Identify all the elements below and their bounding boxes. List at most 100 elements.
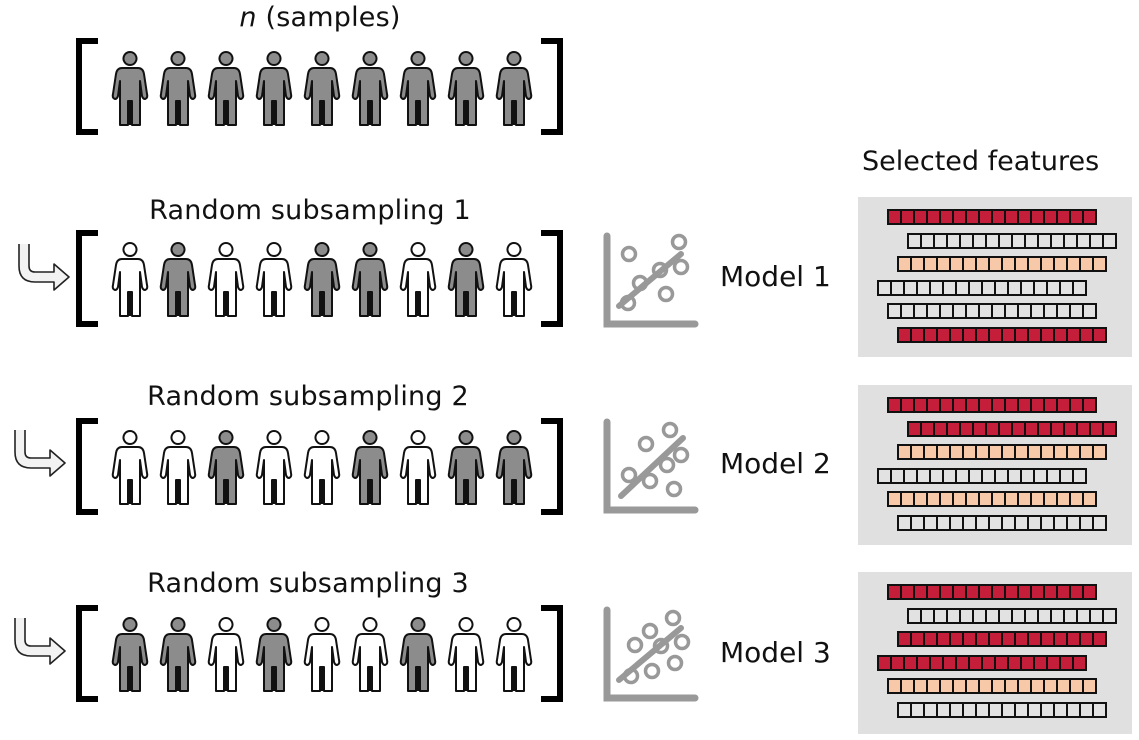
feature-cell <box>922 609 933 622</box>
feature-cell <box>977 446 988 458</box>
feature-cell <box>1003 516 1014 529</box>
feature-cell <box>1094 516 1105 529</box>
feature-cell <box>1058 680 1069 692</box>
feature-bar-gray <box>887 303 1097 319</box>
feature-cell <box>902 586 913 598</box>
feature-cell <box>902 211 913 223</box>
person-selected-icon <box>495 430 533 505</box>
feature-cell <box>889 586 900 598</box>
scatter-plot-icon <box>603 606 699 702</box>
feature-cell <box>1084 305 1095 317</box>
feature-cell <box>1071 305 1082 317</box>
feature-cell <box>889 305 900 317</box>
feature-cell <box>928 586 939 598</box>
feature-cell <box>1003 703 1014 716</box>
feature-cell <box>1042 633 1053 645</box>
subsampling-3-bracket <box>76 605 563 702</box>
feature-cell <box>915 493 926 505</box>
curved-arrow-icon <box>18 244 70 291</box>
feature-cell <box>1026 234 1037 247</box>
feature-cell <box>1000 609 1011 622</box>
feature-cell <box>1081 633 1092 645</box>
feature-cell <box>1009 281 1020 294</box>
feature-panel-3 <box>858 572 1132 734</box>
person-unselected-icon <box>303 617 341 692</box>
feature-cell <box>951 446 962 458</box>
feature-cell <box>889 211 900 223</box>
feature-cell <box>912 516 923 529</box>
feature-cell <box>1042 258 1053 270</box>
feature-cell <box>1006 680 1017 692</box>
feature-cell <box>964 703 975 716</box>
person-unselected-icon <box>111 430 149 505</box>
feature-cell <box>899 328 910 341</box>
feature-bar-red <box>887 209 1097 225</box>
feature-cell <box>931 281 942 294</box>
person-selected-icon <box>111 617 149 692</box>
feature-cell <box>951 703 962 716</box>
person-selected-icon <box>303 242 341 317</box>
feature-cell <box>1078 609 1089 622</box>
feature-cell <box>1042 446 1053 458</box>
feature-cell <box>967 493 978 505</box>
population-bracket <box>76 38 563 135</box>
feature-cell <box>889 680 900 692</box>
feature-cell <box>987 422 998 435</box>
feature-panel-1 <box>858 197 1132 357</box>
feature-cell <box>1006 399 1017 411</box>
feature-cell <box>1052 609 1063 622</box>
feature-cell <box>1006 586 1017 598</box>
feature-cell <box>967 586 978 598</box>
feature-cell <box>915 399 926 411</box>
feature-cell <box>970 656 981 669</box>
feature-cell <box>1019 211 1030 223</box>
feature-cell <box>954 399 965 411</box>
feature-cell <box>990 258 1001 270</box>
feature-cell <box>1026 609 1037 622</box>
feature-cell <box>980 305 991 317</box>
feature-cell <box>925 633 936 645</box>
feature-cell <box>1055 258 1066 270</box>
feature-cell <box>974 422 985 435</box>
feature-cell <box>961 234 972 247</box>
subsampling-3-title: Random subsampling 3 <box>147 568 469 599</box>
feature-cell <box>1045 493 1056 505</box>
feature-cell <box>977 516 988 529</box>
feature-cell <box>1009 469 1020 482</box>
feature-cell <box>1052 422 1063 435</box>
feature-cell <box>912 328 923 341</box>
feature-cell <box>1016 328 1027 341</box>
feature-cell <box>935 422 946 435</box>
feature-cell <box>1071 493 1082 505</box>
curved-arrow-icon <box>14 430 66 477</box>
feature-cell <box>1078 234 1089 247</box>
feature-bar-gray <box>897 514 1107 531</box>
feature-cell <box>912 633 923 645</box>
feature-cell <box>1104 234 1115 247</box>
feature-cell <box>1094 633 1105 645</box>
feature-cell <box>983 281 994 294</box>
feature-cell <box>879 656 890 669</box>
subsampling-2-title: Random subsampling 2 <box>147 381 469 412</box>
feature-bar-gray <box>907 607 1117 624</box>
feature-bar-peach <box>897 256 1107 272</box>
feature-cell <box>1094 446 1105 458</box>
feature-cell <box>1091 234 1102 247</box>
left-bracket <box>76 230 98 327</box>
person-unselected-icon <box>207 242 245 317</box>
right-bracket <box>541 230 563 327</box>
feature-cell <box>1042 703 1053 716</box>
feature-cell <box>899 446 910 458</box>
feature-cell <box>1029 516 1040 529</box>
feature-cell <box>1055 446 1066 458</box>
feature-cell <box>1019 586 1030 598</box>
feature-cell <box>889 399 900 411</box>
person-unselected-icon <box>495 617 533 692</box>
person-selected-icon <box>399 617 437 692</box>
feature-bar-gray <box>877 279 1087 296</box>
person-selected-icon <box>447 430 485 505</box>
feature-cell <box>918 281 929 294</box>
person-unselected-icon <box>495 242 533 317</box>
feature-cell <box>1006 211 1017 223</box>
feature-cell <box>1022 281 1033 294</box>
